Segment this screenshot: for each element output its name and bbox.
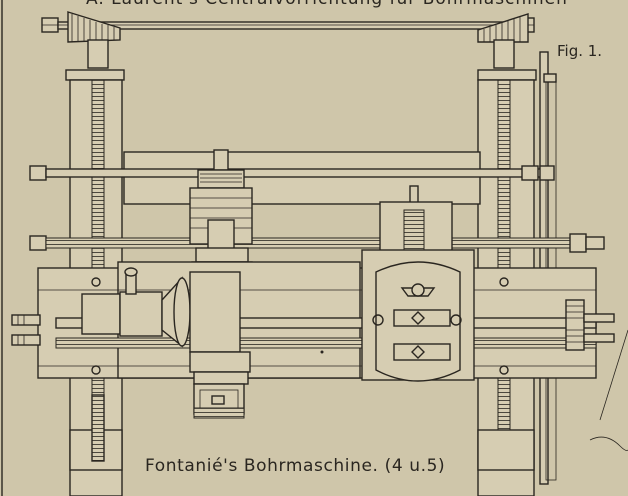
left-bevel-gear xyxy=(67,11,121,43)
horizontal-drill-spindle xyxy=(81,267,251,385)
caption-main: Fontanié's Bohrmaschine. xyxy=(145,456,379,476)
upper-cross-shaft xyxy=(29,151,555,205)
plate-title-cropped: A. Laurent's Centralvorrichtung für Bohr… xyxy=(86,0,568,9)
caption-reference: (4 u.5) xyxy=(384,456,446,476)
lower-fixture xyxy=(193,383,245,419)
right-bevel-gear xyxy=(477,13,529,43)
left-clamp-bolts xyxy=(11,314,41,346)
figure-label: Fig. 1. xyxy=(557,42,603,60)
middle-rack-bar xyxy=(29,233,605,253)
right-gear-stack xyxy=(565,299,615,351)
drill-head xyxy=(189,149,253,273)
vertical-slide xyxy=(361,185,475,382)
figure-caption: Fontanié's Bohrmaschine. (4 u.5) xyxy=(145,456,445,476)
adjacent-figure-fragment xyxy=(589,329,628,451)
